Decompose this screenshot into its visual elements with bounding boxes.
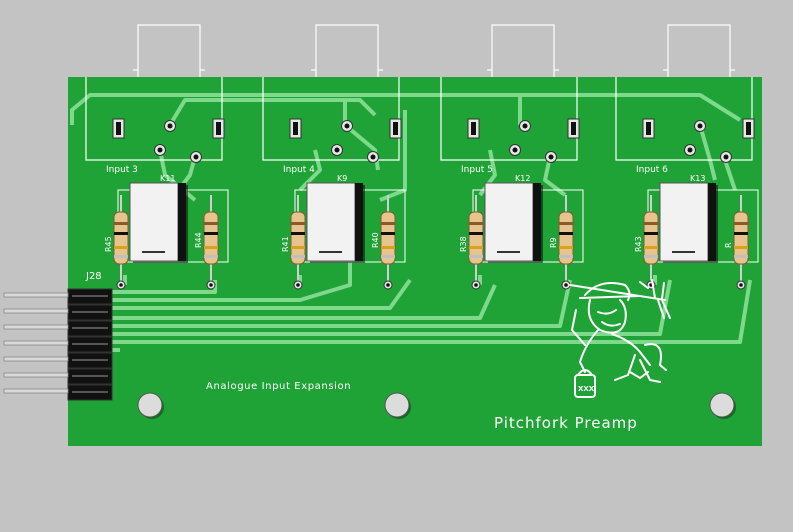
resistor-ref-label: R40 (371, 232, 380, 248)
jack-outlines (133, 24, 735, 77)
relay-ref-label: K12 (515, 174, 530, 183)
board-subtitle: Analogue Input Expansion (206, 381, 351, 392)
input-label: Input 6 (636, 165, 668, 175)
jack-body-outline (137, 24, 201, 77)
resistor-ref-label: R44 (194, 232, 203, 248)
relay-body (659, 182, 709, 262)
pin-header-j28: J28 (3, 271, 113, 401)
relay-ref-label: K9 (337, 174, 347, 183)
resistor-ref-label: R41 (281, 236, 290, 252)
resistor-ref-label: R (724, 242, 733, 248)
relay-body (129, 182, 179, 262)
relay-body (484, 182, 534, 262)
logo-bucket-text: XXX (578, 385, 595, 393)
mounting-holes (137, 392, 736, 419)
jack-body-outline (315, 24, 379, 77)
resistor-ref-label: R9 (549, 237, 558, 248)
relay-ref-label: K11 (160, 174, 175, 183)
input-label: Input 4 (283, 165, 315, 175)
jack-body-outline (491, 24, 555, 77)
header-ref-label: J28 (85, 271, 102, 282)
resistor-ref-label: R38 (459, 236, 468, 252)
jack-body-outline (667, 24, 731, 77)
relay-ref-label: K13 (690, 174, 705, 183)
resistor-ref-label: R45 (104, 236, 113, 252)
board-title: Pitchfork Preamp (494, 414, 638, 432)
pitchfork-devil-icon (569, 279, 671, 398)
resistor-ref-label: R43 (634, 236, 643, 252)
relay-body (306, 182, 356, 262)
input-label: Input 3 (106, 165, 138, 175)
input-label: Input 5 (461, 165, 493, 175)
